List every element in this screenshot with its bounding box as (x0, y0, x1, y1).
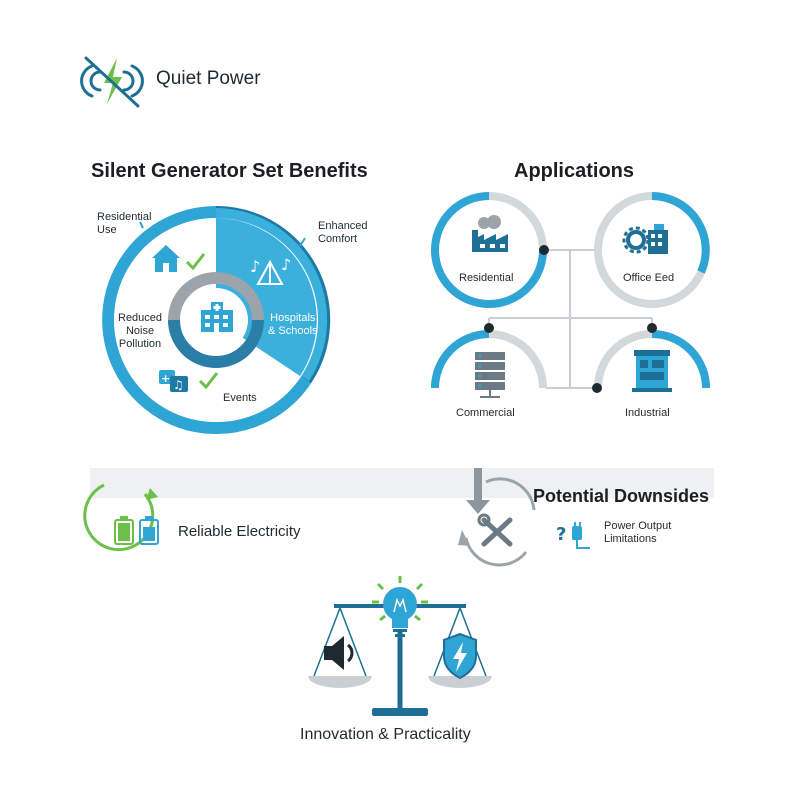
svg-text:♫: ♫ (173, 378, 184, 392)
svg-text:+: + (161, 372, 170, 385)
brand-name: Quiet Power (156, 68, 261, 89)
applications-connectors (488, 249, 653, 389)
downsides-title: Potential Downsides (533, 486, 710, 506)
lightbulb-icon (372, 576, 428, 637)
benefit-reduced-noise: Reduced Noise Pollution (118, 312, 163, 350)
down-arrow-icon (466, 468, 490, 514)
svg-text:♪: ♪ (281, 255, 291, 274)
tent-music-icon: ♪ ♪ (250, 255, 291, 285)
balance-label: Innovation & Practicality (300, 726, 471, 743)
commercial-ring (431, 323, 547, 389)
residential-ring (431, 192, 549, 308)
wrench-icon (477, 513, 513, 547)
downside-power-output: Power Output Limitations (604, 520, 672, 545)
application-residential: Residential (459, 272, 514, 284)
application-commercial: Commercial (456, 407, 515, 419)
benefits-title: Silent Generator Set Benefits (91, 160, 368, 182)
benefit-residential-use: Residential Use (97, 211, 152, 236)
benefit-hospitals-schools: Hospitals & Schools (268, 312, 318, 337)
reliable-electricity-label: Reliable Electricity (178, 523, 301, 540)
check-icon (198, 372, 219, 390)
shield-bolt-icon (443, 632, 477, 680)
factory-icon (472, 215, 508, 252)
benefits-donut (102, 205, 331, 434)
check-icon (185, 253, 206, 271)
application-office: Office Eed (623, 272, 675, 284)
office-gear-icon (622, 224, 668, 254)
events-icon: + ♫ (159, 370, 188, 392)
office-ring (594, 192, 710, 308)
benefit-events: Events (223, 392, 257, 404)
applications-title: Applications (514, 160, 635, 182)
benefit-enhanced-comfort: Enhanced Comfort (318, 220, 368, 245)
hospital-icon (201, 302, 233, 332)
speaker-icon (324, 636, 354, 670)
power-plug-icon: ? (556, 522, 590, 549)
server-icon (475, 352, 505, 398)
quiet-power-logo-icon (80, 56, 144, 108)
house-icon (152, 245, 180, 272)
application-industrial: Industrial (625, 407, 670, 419)
battery-icon (114, 516, 159, 545)
industrial-ring (592, 323, 710, 393)
svg-text:♪: ♪ (250, 257, 260, 276)
industrial-building-icon (632, 350, 672, 392)
section-band (90, 468, 714, 498)
repair-cycle-icon (458, 477, 536, 567)
svg-text:?: ? (556, 524, 566, 545)
